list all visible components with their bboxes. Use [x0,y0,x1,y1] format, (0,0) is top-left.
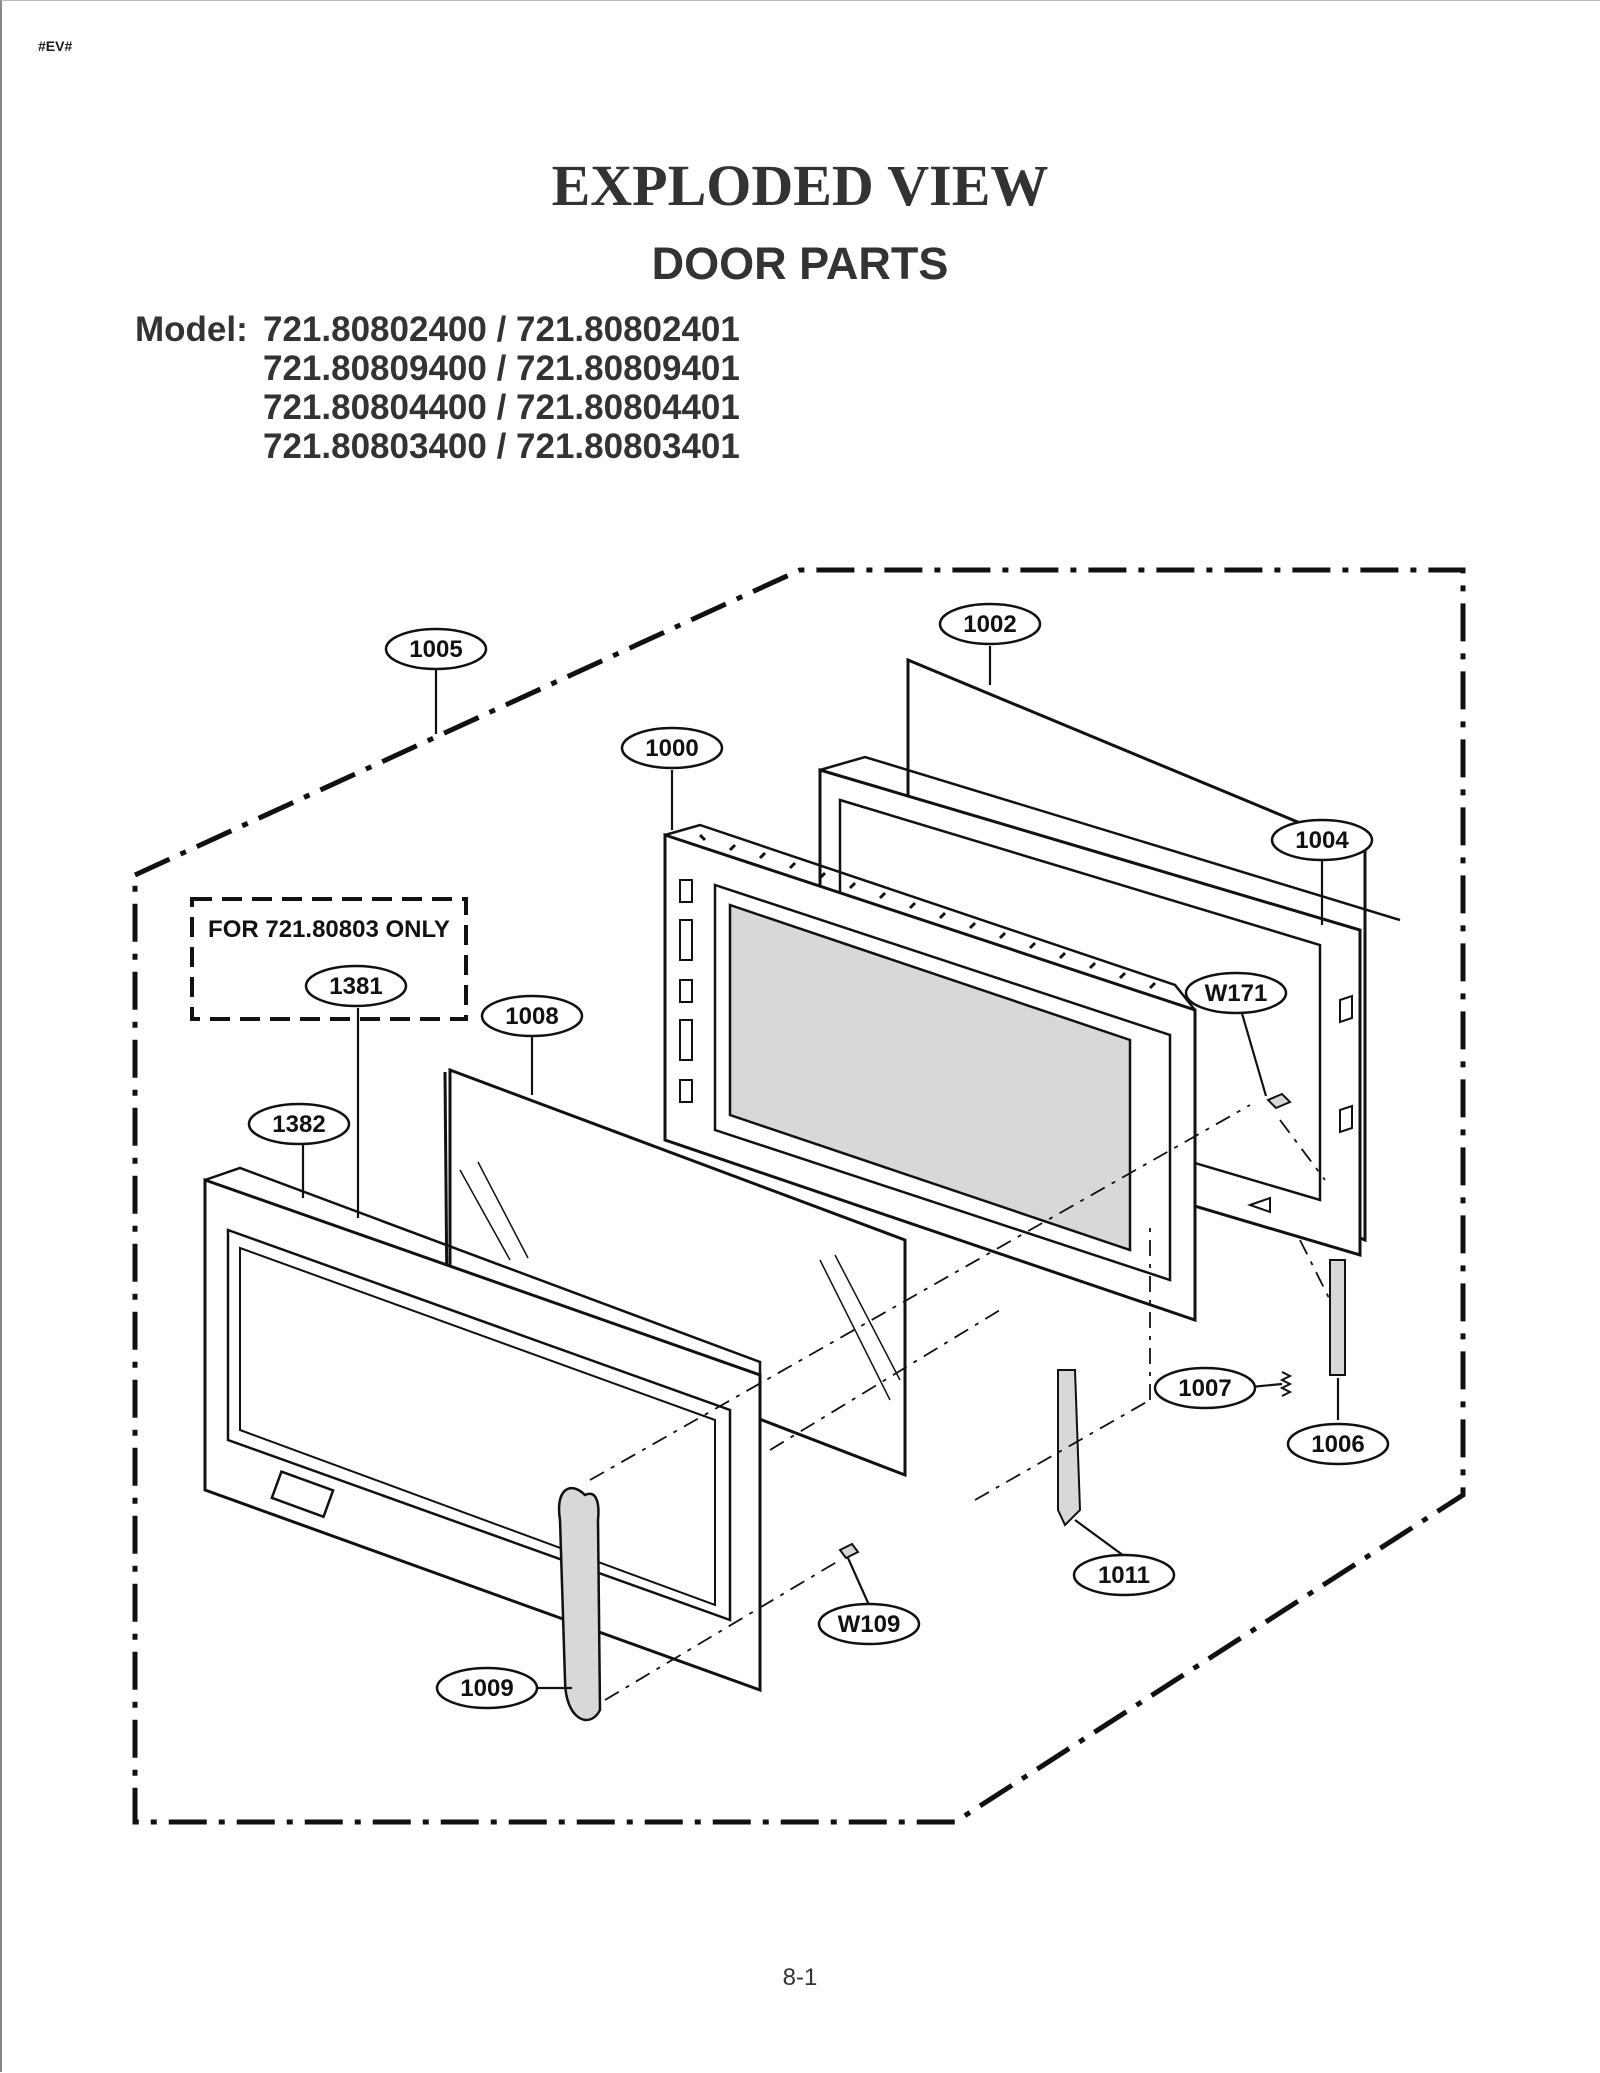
note-text: FOR 721.80803 ONLY [208,916,450,943]
model-row: 721.80803400 / 721.80803401 [135,427,740,466]
model-label: Model: [135,310,248,349]
callout-1381: 1381 [304,964,408,1008]
callout-label: W109 [838,1611,901,1638]
callout-1006: 1006 [1286,1422,1390,1466]
page-title: EXPLODED VIEW [551,153,1049,218]
corner-tag: #EV# [38,38,73,54]
door-frame [203,1166,762,1693]
note-box [190,897,468,1021]
model-numbers: 721.80803400 / 721.80803401 [263,427,740,466]
leader-lines [301,646,1340,1690]
callout-label: 1000 [645,735,698,762]
callout-label: 1382 [272,1111,325,1138]
callout-label: 1381 [329,973,382,1000]
model-row: Model: 721.80802400 / 721.80802401 [135,310,740,349]
model-numbers: 721.80802400 / 721.80802401 [263,310,740,349]
callout-label: 1009 [460,1675,513,1702]
model-row: 721.80809400 / 721.80809401 [135,349,740,388]
model-row: 721.80804400 / 721.80804401 [135,388,740,427]
model-list: Model: 721.80802400 / 721.80802401 721.8… [135,310,740,466]
latch-spring [1279,1371,1293,1397]
callout-1008: 1008 [480,994,584,1038]
page-number: 8-1 [782,1964,818,1991]
callout-1000: 1000 [620,726,724,770]
callout-1382: 1382 [247,1102,351,1146]
callout-1002: 1002 [938,602,1042,646]
model-numbers: 721.80804400 / 721.80804401 [263,388,740,427]
door-glass [443,1067,907,1478]
screw-w171 [1266,1092,1292,1110]
assembly-guide-lines [589,1104,1331,1701]
latch-lever [1329,1259,1346,1376]
page-subtitle: DOOR PARTS [651,238,949,289]
door-handle [557,1486,602,1722]
callout-label: 1008 [505,1003,558,1030]
door-inner-panel [663,823,1197,1323]
callout-1007: 1007 [1153,1366,1257,1410]
callout-1009: 1009 [435,1666,539,1710]
callout-1004: 1004 [1270,818,1374,862]
callout-1011: 1011 [1072,1553,1176,1597]
callout-label: 1002 [963,611,1016,638]
callout-1005: 1005 [384,627,488,671]
latch-hook [1057,1369,1082,1527]
callout-w171: W171 [1184,971,1288,1015]
callout-label: W171 [1205,980,1268,1007]
callout-label: 1006 [1311,1431,1364,1458]
callout-w109: W109 [817,1602,921,1646]
callout-label: 1004 [1295,827,1349,854]
screw-w109 [838,1542,860,1560]
model-numbers: 721.80809400 / 721.80809401 [263,349,740,388]
callout-label: 1005 [409,636,462,663]
callout-label: 1007 [1178,1375,1231,1402]
callout-label: 1011 [1098,1562,1150,1589]
assembly-boundary [132,567,1466,1825]
